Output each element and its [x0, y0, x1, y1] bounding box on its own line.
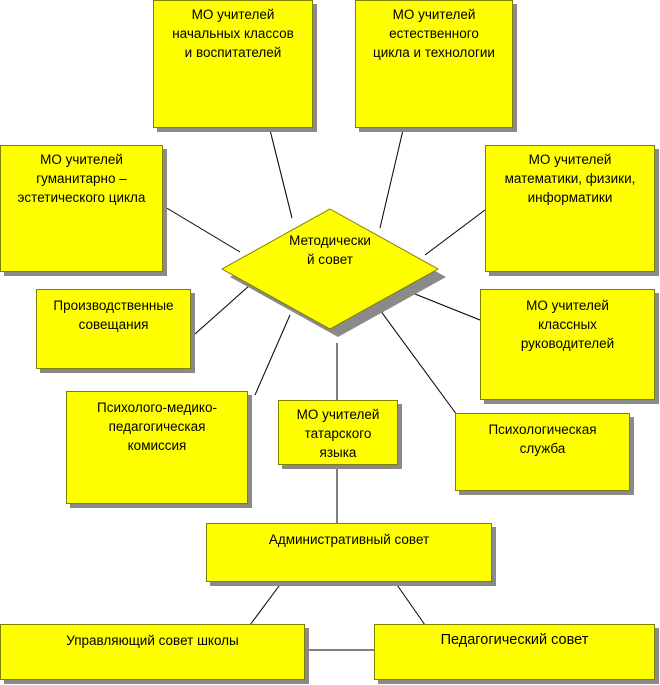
- production-meetings-box: Производственные совещания: [36, 289, 191, 369]
- link-pmp: [254, 314, 291, 396]
- mo-class-teachers-box: МО учителей классных руководителей: [480, 289, 655, 400]
- school-board-box: Управляющий совет школы: [0, 624, 305, 680]
- link-class-teachers: [404, 289, 486, 323]
- mo-humanities-box: МО учителей гуманитарно – эстетического …: [0, 145, 163, 272]
- pedagogical-council-box: Педагогический совет: [374, 624, 655, 680]
- link-production: [194, 284, 251, 335]
- link-psych: [379, 309, 458, 416]
- mo-math-physics-it-box: МО учителей математики, физики, информат…: [485, 145, 655, 272]
- link-admin-board: [249, 581, 283, 626]
- mo-natural-cycle-box: МО учителей естественного цикла и технол…: [355, 0, 513, 128]
- link-natural: [379, 129, 404, 229]
- link-primary: [269, 129, 293, 219]
- link-humanities: [164, 206, 241, 253]
- link-admin-ped: [394, 581, 426, 626]
- link-math: [424, 209, 486, 256]
- administrative-council-box: Административный совет: [206, 523, 492, 582]
- mo-primary-classes-box: МО учителей начальных классов и воспитат…: [153, 0, 313, 128]
- pmp-commission-box: Психолого-медико- педагогическая комисси…: [66, 391, 248, 504]
- methodical-council-label: Методически й совет: [289, 233, 371, 267]
- mo-tatar-language-box: МО учителей татарского языка: [278, 400, 398, 465]
- psych-service-box: Психологическая служба: [455, 413, 630, 491]
